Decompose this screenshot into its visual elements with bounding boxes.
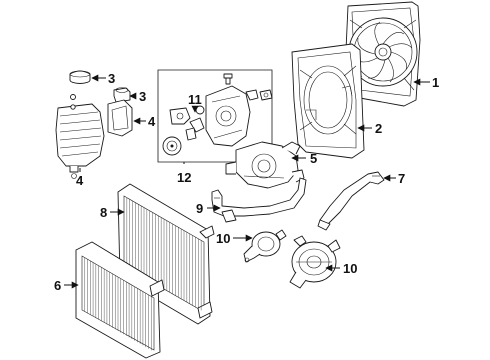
radiator-hose-lower [211,177,307,223]
callout-3-cap: 3 [108,71,115,86]
callout-10-large: 10 [343,261,357,276]
callout-1: 1 [432,75,439,90]
radiator-fins [126,197,202,311]
aux-water-pump-small [243,229,287,263]
condenser-fins [84,257,152,351]
callout-6: 6 [54,278,61,293]
leader-lines [64,74,430,289]
callout-10-small: 10 [216,231,230,246]
fan-shroud-assembly [345,1,421,107]
coolant-reservoir [55,94,105,179]
ac-condenser [75,241,165,359]
reservoir-cap-2 [113,87,131,103]
callout-3-cap-2: 3 [139,89,146,104]
reservoir-bracket [107,99,133,137]
fan-shroud-frame [291,43,365,159]
callout-7: 7 [398,171,405,186]
callout-11: 11 [188,92,202,107]
thermostat-group [157,69,273,163]
radiator-hose-upper [317,171,385,231]
callout-12: 12 [177,170,191,185]
callout-4-reservoir: 4 [76,173,84,188]
aux-water-pump-large [289,235,341,289]
reservoir-cap [69,70,91,84]
callout-5: 5 [310,151,317,166]
callout-4-bracket: 4 [148,114,156,129]
callout-2: 2 [375,121,382,136]
callout-8: 8 [100,205,107,220]
callout-9: 9 [196,201,203,216]
water-pump-housing [225,141,305,189]
